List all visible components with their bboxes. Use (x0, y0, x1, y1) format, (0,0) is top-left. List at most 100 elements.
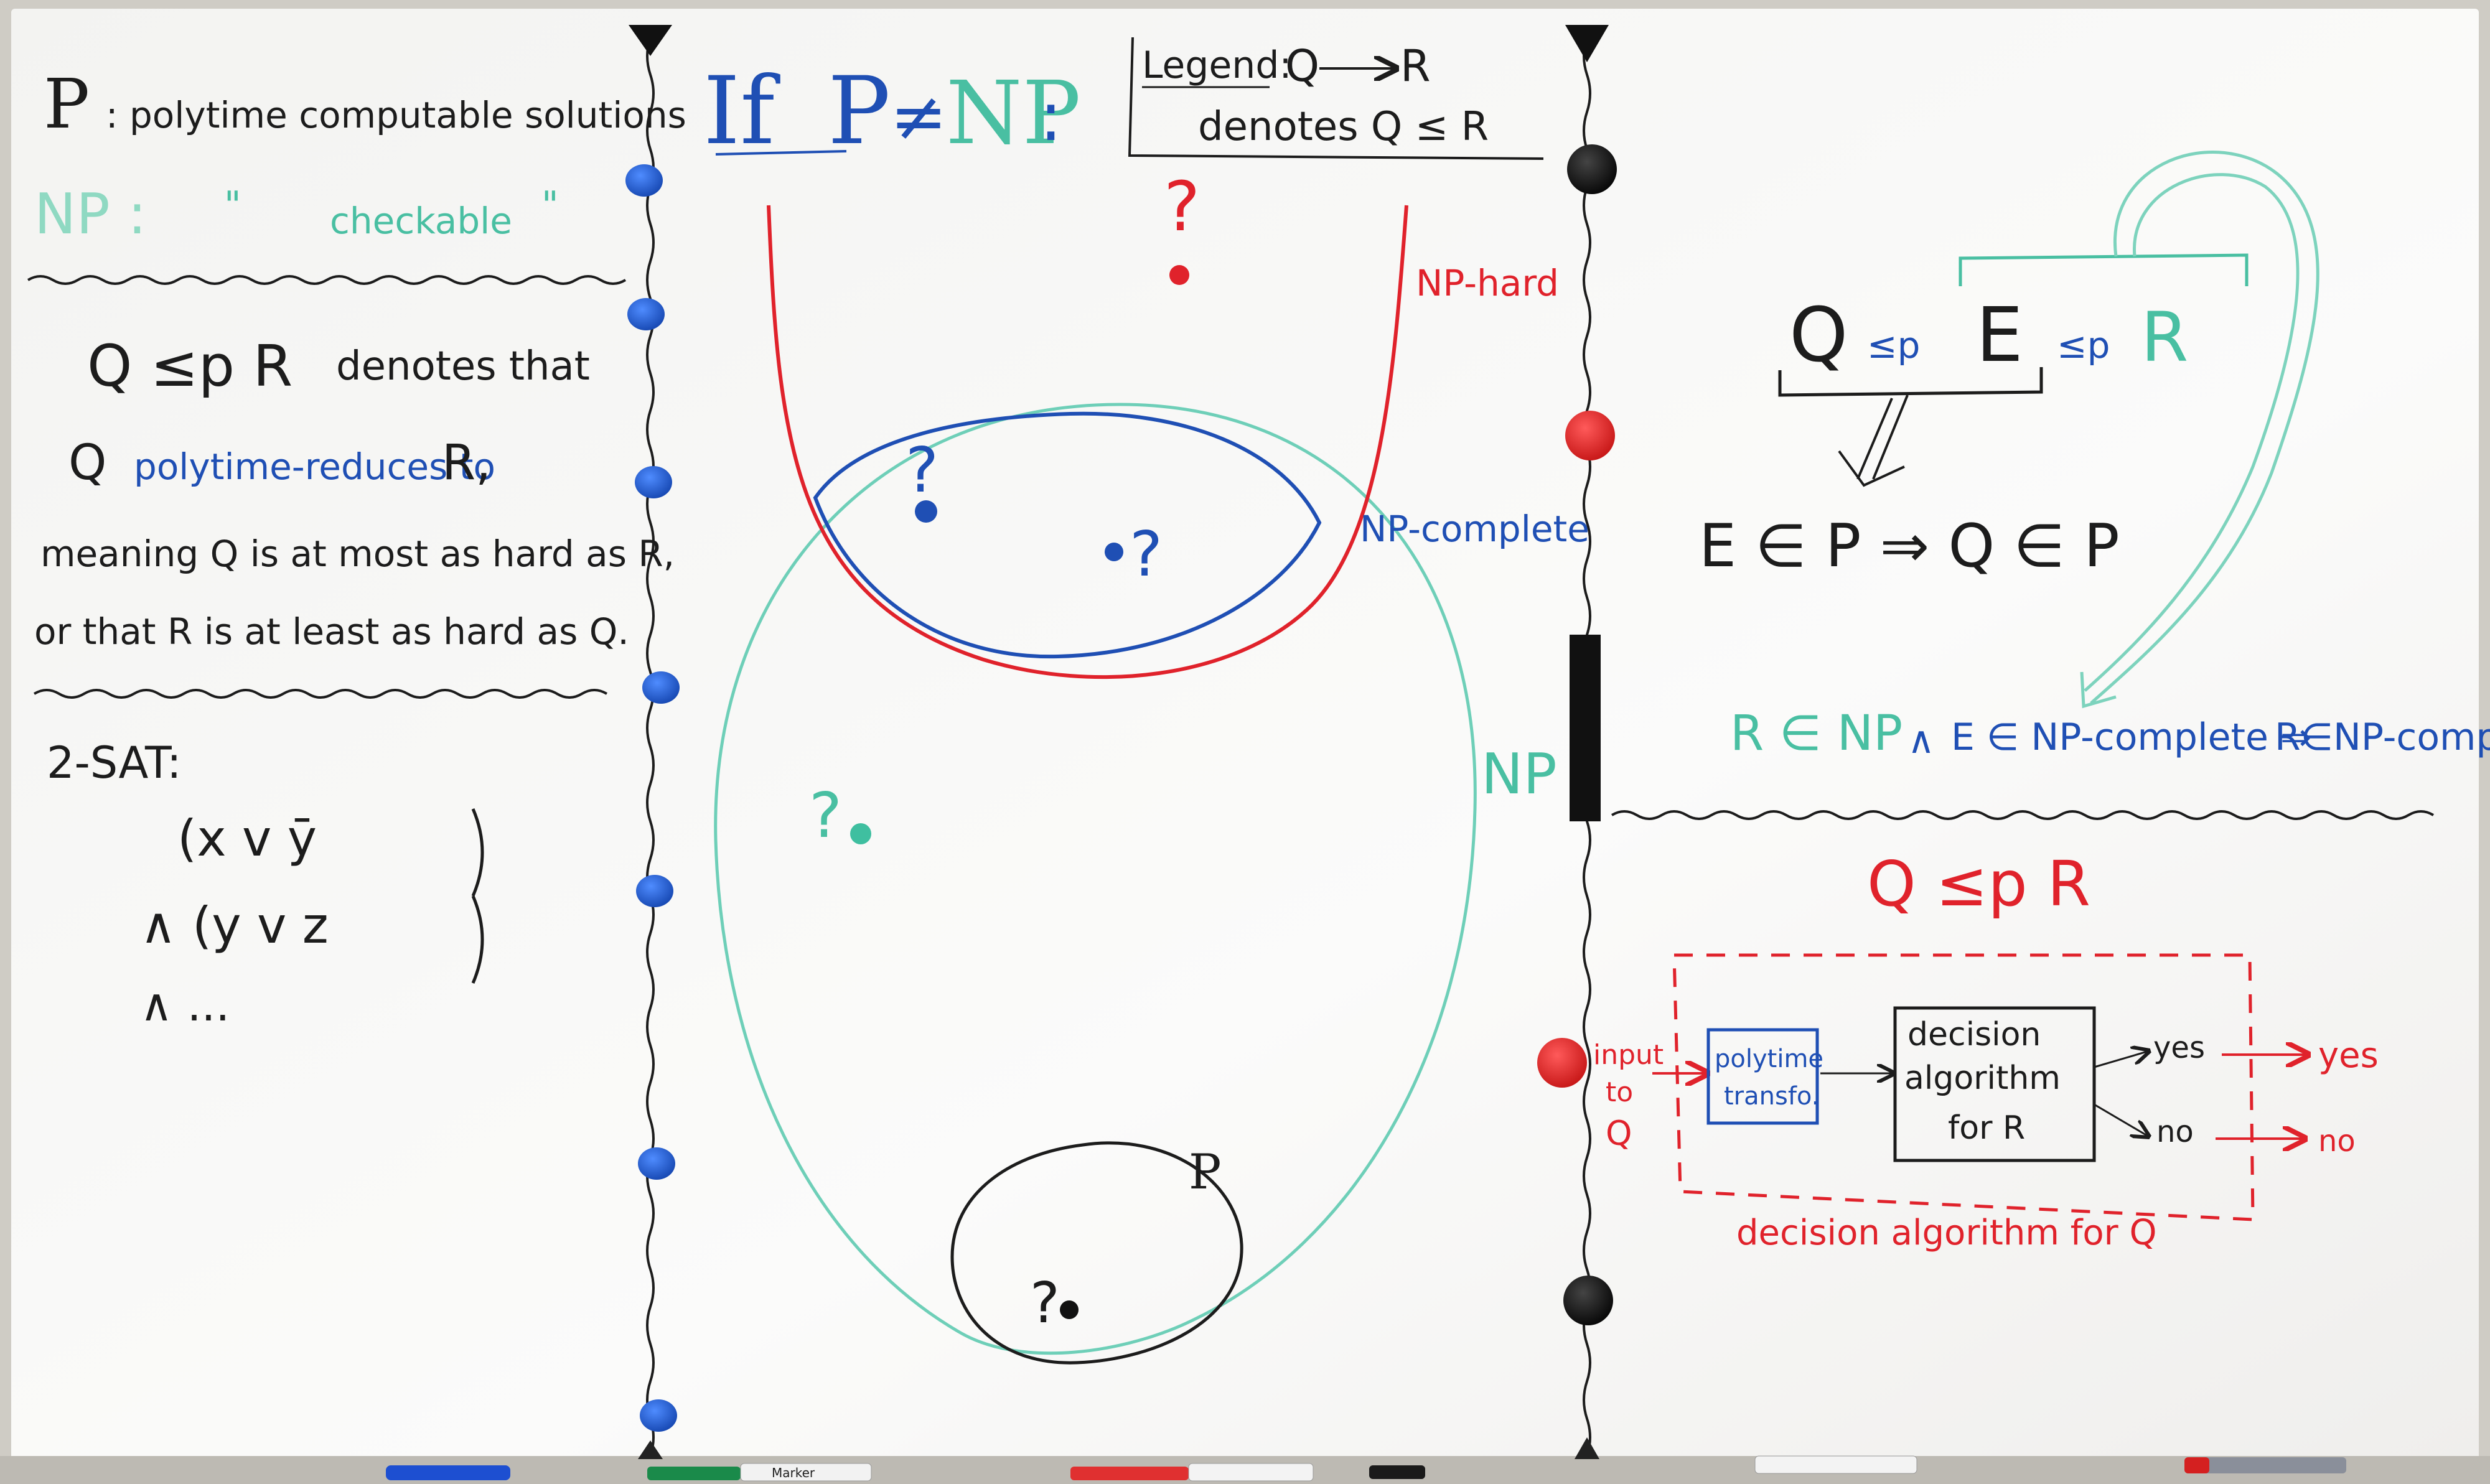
np-line-and: ∧ (1907, 719, 1935, 762)
no-inner-arrow (2094, 1103, 2147, 1136)
magnet-blue[interactable] (642, 671, 680, 704)
magnets (625, 144, 1617, 1432)
box2-line2: algorithm (1904, 1060, 2061, 1097)
black-double-arrow (1838, 394, 1909, 487)
outer-caption: decision algorithm for Q (1736, 1213, 2157, 1253)
def-np-ditto-1: " (224, 184, 241, 227)
out-yes: yes (2318, 1035, 2379, 1076)
divider-bottom-triangle-1 (638, 1440, 663, 1459)
gray-marker[interactable] (2184, 1457, 2346, 1473)
yes-inner-arrow (2094, 1052, 2147, 1068)
title-colon: : (1039, 77, 1062, 156)
red-marker[interactable] (1070, 1467, 1189, 1480)
title-np: NP (946, 63, 1081, 164)
point-np-hard (1169, 265, 1189, 285)
middle-panel: If P ≠ NP : Legend: Q R denotes Q ≤ R NP… (703, 37, 1589, 1365)
magnet-blue[interactable] (625, 164, 663, 197)
wavy-separator (1611, 810, 2435, 820)
sat-clause-1: (x v ȳ (177, 810, 317, 867)
label-np-hard: NP-hard (1416, 262, 1559, 304)
point-np-complete-2 (1105, 543, 1123, 561)
magnet-black[interactable] (1563, 1276, 1613, 1325)
polytime-transform-box (1706, 1028, 1819, 1125)
title-p: P (828, 57, 891, 166)
green-loop-arrow-inner (2084, 173, 2300, 692)
board-surface (11, 9, 2479, 1462)
np-complete-region (813, 411, 1322, 659)
line3-meaning: meaning Q is at most as hard as R, (40, 533, 675, 575)
question-np-complete-2: ? (1130, 518, 1163, 590)
def-p-symbol: P (44, 64, 90, 144)
question-np: ? (809, 779, 842, 852)
input-label-3: Q (1606, 1114, 1632, 1153)
white-marker-3[interactable] (1754, 1455, 1917, 1474)
point-p (1060, 1300, 1079, 1319)
sat-close-paren-1 (471, 808, 484, 897)
magnet-red[interactable] (1565, 411, 1615, 460)
black-bracket (1778, 367, 2043, 397)
magnet-red[interactable] (1537, 1038, 1587, 1088)
point-np (850, 823, 871, 844)
divider-bottom-triangle-2 (1575, 1437, 1599, 1459)
magnet-blue[interactable] (640, 1399, 677, 1432)
chain-le-2: ≤p (2057, 324, 2110, 366)
green-loop-arrowhead (2080, 671, 2117, 709)
chain-r: R (2141, 297, 2188, 377)
right-panel: Q ≤p E ≤p R E ∈ P ⇒ Q ∈ P R ∈ NP ∧ E ∈ N… (1593, 151, 2490, 1253)
out-no: no (2318, 1124, 2356, 1159)
tray-markers: Marker (386, 1455, 2346, 1482)
white-marker[interactable] (740, 1463, 872, 1482)
outer-decision-box (1672, 953, 2255, 1221)
marker-brand-label: Marker (772, 1465, 815, 1480)
box1-line2: transfo. (1724, 1082, 1819, 1111)
white-marker-2[interactable] (1188, 1463, 1314, 1482)
left-panel: P : polytime computable solutions NP : "… (27, 64, 686, 1031)
legend-r: R (1400, 40, 1431, 91)
sat-continuation: ∧ ... (140, 979, 230, 1031)
out-no-inner: no (2156, 1114, 2194, 1149)
magnet-blue[interactable] (627, 298, 665, 330)
np-line-r: R ∈ NP (1730, 706, 1903, 762)
left-divider (646, 37, 655, 1457)
title-if: If (703, 57, 780, 166)
line2-q: Q (68, 435, 106, 491)
box2-line1: decision (1907, 1016, 2041, 1053)
question-np-hard: ? (1164, 167, 1200, 246)
input-label-1: input (1593, 1039, 1664, 1071)
legend-box-border (1128, 37, 1544, 160)
magnet-black[interactable] (1567, 144, 1617, 194)
p-region (950, 1141, 1243, 1365)
sat-title: 2-SAT: (47, 737, 182, 788)
title-neq: ≠ (890, 77, 947, 156)
np-hard-region (767, 205, 1408, 679)
magnet-blue[interactable] (638, 1147, 675, 1180)
diagram-title: Q ≤p R (1867, 847, 2090, 920)
def-np-text: checkable (330, 200, 512, 242)
def-np-symbol: NP : (34, 182, 147, 247)
divider-top-triangle-2 (1565, 25, 1609, 62)
def-p-text: : polytime computable solutions (106, 94, 686, 136)
def-np-ditto-2: " (541, 184, 559, 227)
np-region (714, 403, 1477, 1355)
line2-polytime-reduces: polytime-reduces to (134, 446, 495, 488)
point-np-complete-1 (915, 500, 937, 523)
decision-algorithm-box (1893, 1006, 2096, 1162)
np-line-e: E ∈ NP-complete ⇒ (1951, 716, 2311, 759)
divider-top-triangle-1 (629, 25, 672, 56)
label-np-complete: NP-complete (1360, 508, 1589, 550)
green-marker[interactable] (647, 1467, 741, 1480)
sat-close-paren-2 (471, 895, 484, 984)
black-marker[interactable] (1369, 1465, 1425, 1479)
chain-q: Q (1789, 292, 1848, 379)
magnet-blue[interactable] (635, 466, 672, 498)
chain-e: E (1976, 292, 2023, 379)
reduction-formula: Q ≤p R (87, 333, 293, 399)
sat-clause-2: ∧ (y v z (140, 897, 329, 954)
magnet-blue[interactable] (636, 875, 673, 907)
blue-marker[interactable] (386, 1465, 510, 1480)
wavy-separator (33, 689, 608, 699)
label-p: P (1189, 1144, 1221, 1200)
gray-marker-cap (2184, 1457, 2209, 1473)
label-np: NP (1481, 742, 1557, 807)
